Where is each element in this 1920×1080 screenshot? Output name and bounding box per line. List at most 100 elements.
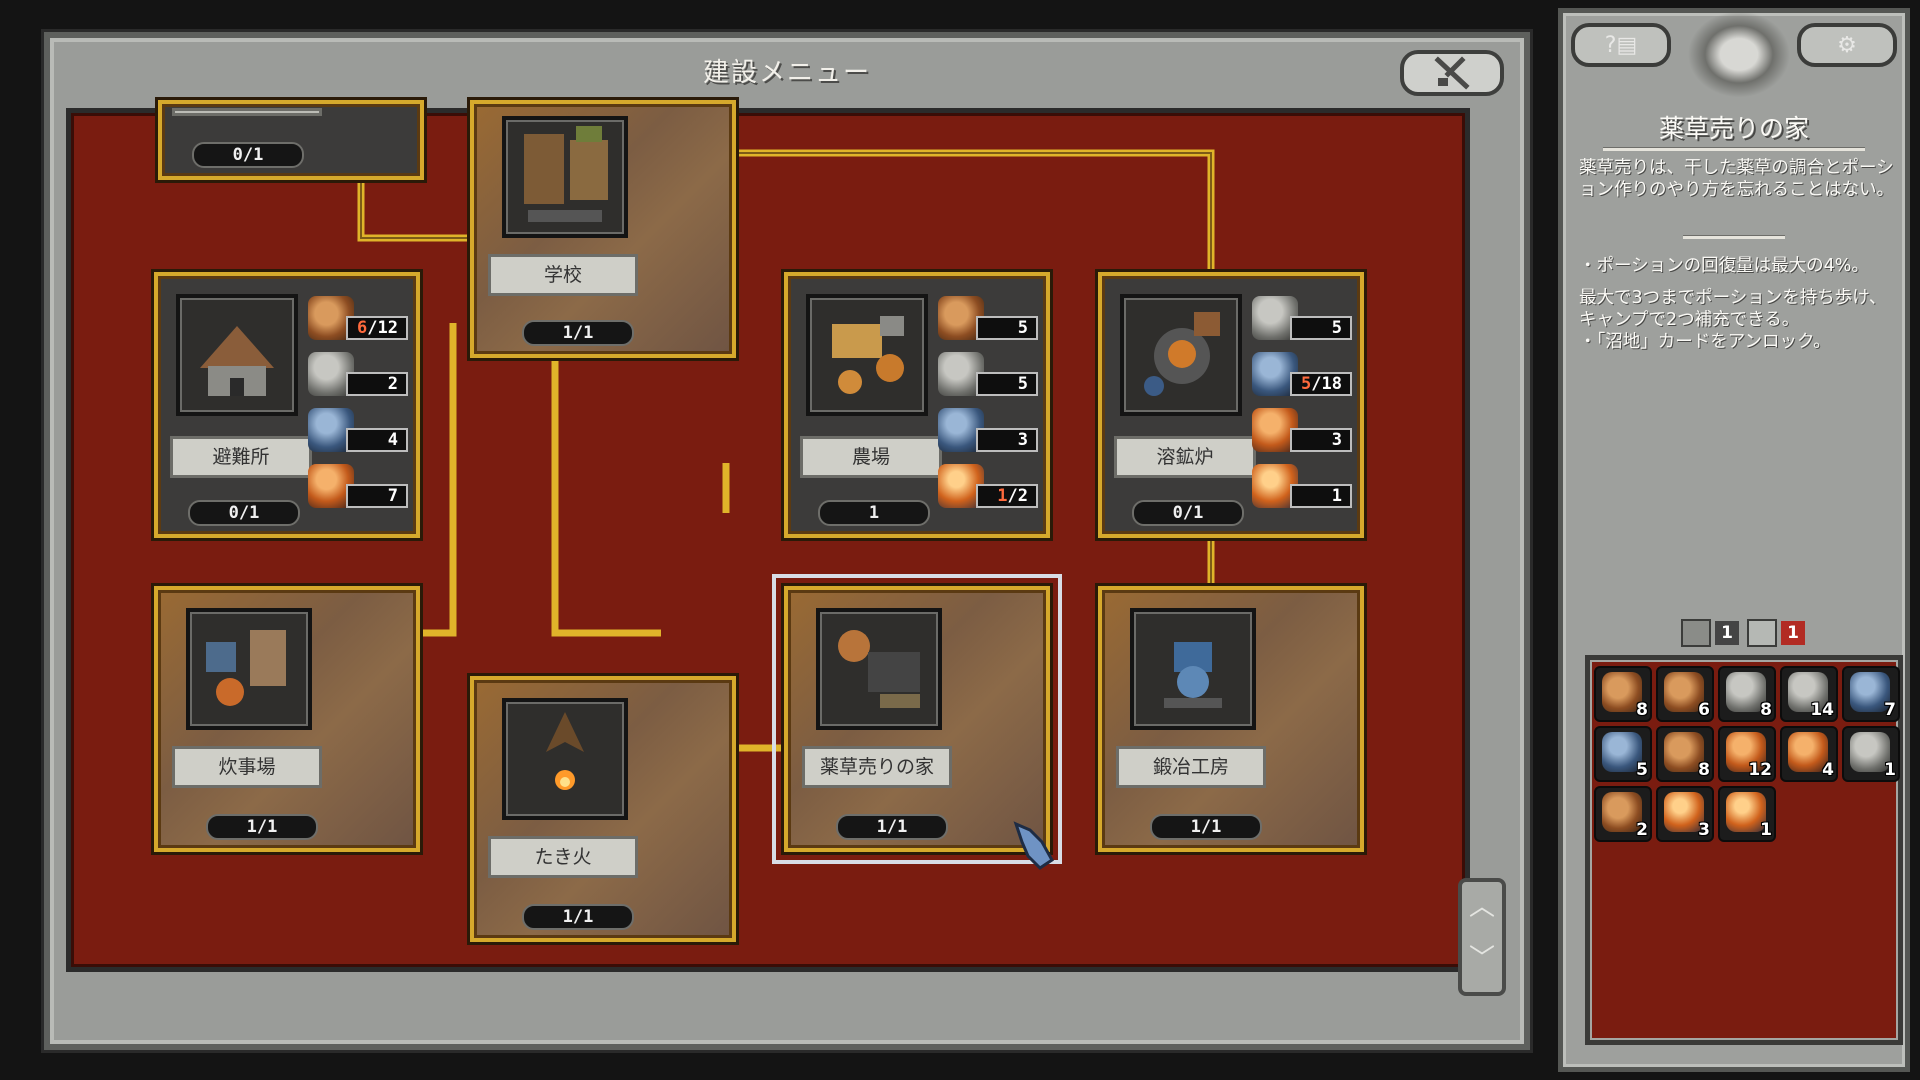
inventory-slot[interactable]: 6 [1656,666,1714,722]
resource-value: 3 [976,428,1038,452]
skull-emblem-icon [1679,13,1799,105]
scroll-control[interactable]: ︿ ﹀ [1458,878,1506,996]
card-count: 1/1 [1150,814,1262,840]
farm-art [806,294,928,416]
inventory-count: 1 [1884,760,1896,780]
card-name: 農場 [800,436,942,478]
card-count: 0/1 [192,142,304,168]
build-menu-window: 建設メニュー ︿ [44,32,1530,1050]
card-name: 薬草売りの家 [802,746,952,788]
ration-icon [1726,732,1766,772]
inventory-count: 8 [1698,760,1710,780]
resource-value: 7 [346,484,408,508]
inventory-slot[interactable]: 7 [1842,666,1900,722]
building-card-herbalist[interactable]: 薬草売りの家 1/1 [772,574,1062,864]
inventory-count: 6 [1698,700,1710,720]
school-art [502,116,628,238]
branch-icon [1602,672,1642,712]
inventory-slot[interactable]: 8 [1594,666,1652,722]
inventory-slot[interactable]: 5 [1594,726,1652,782]
resource-cost-wood: 5 [938,294,1038,344]
effect-line: ・「沼地」カードをアンロック。 [1579,332,1831,352]
card-name: 避難所 [170,436,312,478]
counter-cards: 1 [1681,619,1739,647]
building-description: 薬草売りは、干した薬草の調合とポーション作りのやり方を忘れることはない。 [1579,158,1894,200]
plank-icon [1664,672,1704,712]
resource-cost-stone: 5 [1252,294,1352,344]
settings-button[interactable]: ⚙ [1797,23,1897,67]
resource-value: 5/18 [1290,372,1352,396]
shard-icon [1664,732,1704,772]
card-name: 鍛冶工房 [1116,746,1266,788]
resource-cost-metal: 4 [308,406,408,456]
inventory-slot[interactable]: 8 [1656,726,1714,782]
counter-value: 1 [1715,621,1739,645]
building-card-campfire[interactable]: たき火 1/1 [470,676,736,942]
inventory-slot[interactable]: 3 [1656,786,1714,842]
help-button[interactable]: ?▤ [1571,23,1671,67]
resource-cost-metal: 3 [938,406,1038,456]
building-card-kitchen[interactable]: 炊事場 1/1 [154,586,420,852]
building-card-smithy[interactable]: 鍛冶工房 1/1 [1098,586,1364,852]
resource-value: 2 [346,372,408,396]
close-button[interactable] [1400,50,1504,96]
help-book-icon: ?▤ [1604,32,1638,58]
scroll-icon [1602,792,1642,832]
resource-cost-metal: 5/18 [1252,350,1352,400]
card-counters: 1 1 [1681,619,1805,647]
card-name: たき火 [488,836,638,878]
resource-value: 1 [1290,484,1352,508]
shelter-art [176,294,298,416]
resource-cost-stone: 5 [938,350,1038,400]
card-count: 1/1 [522,904,634,930]
resource-cost-orb: 3 [1252,406,1352,456]
stone-block-icon [1788,672,1828,712]
resource-cost-orb: 7 [308,462,408,512]
card-count: 0/1 [188,500,300,526]
inventory-count: 8 [1636,700,1648,720]
inventory-slot[interactable]: 8 [1718,666,1776,722]
building-card-farm[interactable]: 農場 1 5 5 3 1/2 [784,272,1050,538]
inventory-slot[interactable]: 1 [1718,786,1776,842]
close-icon [1434,56,1470,90]
window-title: 建設メニュー [702,58,871,88]
building-card-top-left[interactable]: 0/1 [158,100,424,180]
resource-value: 4 [346,428,408,452]
inventory-slot[interactable]: 14 [1780,666,1838,722]
building-card-smelter[interactable]: 溶鉱炉 0/1 5 5/18 3 1 [1098,272,1364,538]
inventory-count: 5 [1636,760,1648,780]
resource-value: 3 [1290,428,1352,452]
metal-orb-icon [1602,732,1642,772]
inventory-slot[interactable]: 12 [1718,726,1776,782]
building-card-school[interactable]: 学校 1/1 [470,100,736,358]
resource-cost-wood: 6/12 [308,294,408,344]
astral-orb-icon [1726,792,1766,832]
resource-value: 1/2 [976,484,1038,508]
amber-icon [1788,732,1828,772]
pointer-hand-icon [1012,820,1058,872]
description-divider [1683,235,1785,239]
resource-cost-food: 1/2 [938,462,1038,512]
effect-line: ・ポーションの回復量は最大の4%。 [1579,256,1869,276]
scroll-down-icon[interactable]: ﹀ [1468,944,1495,974]
counter-value: 1 [1781,621,1805,645]
building-card-shelter[interactable]: 避難所 0/1 6/12 2 4 7 [154,272,420,538]
scroll-up-icon[interactable]: ︿ [1468,892,1495,922]
smelter-art [1120,294,1242,416]
inventory-count: 8 [1760,700,1772,720]
inventory-slot[interactable]: 1 [1842,726,1900,782]
food-supply-icon [1664,792,1704,832]
book-icon [1850,732,1890,772]
inventory-count: 2 [1636,820,1648,840]
inventory-slot[interactable]: 4 [1780,726,1838,782]
building-effects: ・ポーションの回復量は最大の4%。 最大で3つまでポーションを持ち歩け、キャンプ… [1579,255,1895,363]
inventory-count: 14 [1810,700,1834,720]
inventory-count: 7 [1884,700,1896,720]
card-name: 炊事場 [172,746,322,788]
metal-scrap-icon [1850,672,1890,712]
card-count: 1 [818,500,930,526]
inventory-slot[interactable]: 2 [1594,786,1652,842]
resource-value: 5 [976,316,1038,340]
resource-cost-food: 1 [1252,462,1352,512]
